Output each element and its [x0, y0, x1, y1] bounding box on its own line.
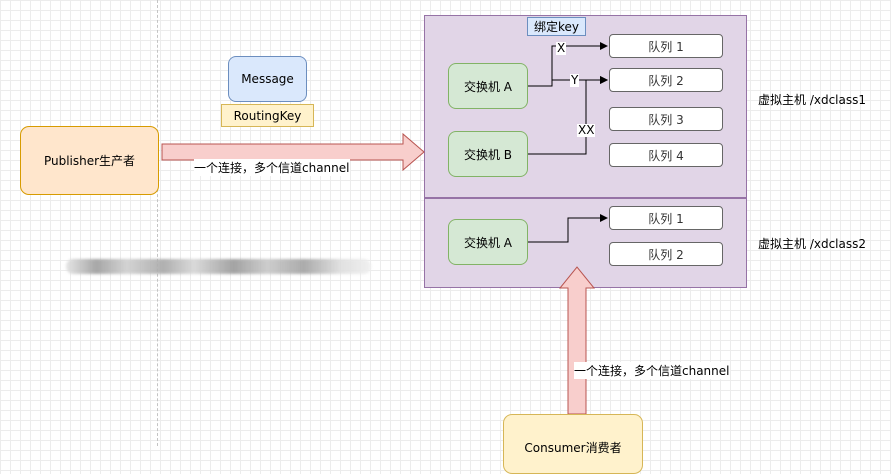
vhost1-queue-1-label: 队列 1: [648, 39, 684, 54]
edge-exA-queue2: [528, 76, 608, 87]
vhost1-queue-4[interactable]: 队列 4: [609, 143, 723, 167]
vhost2-queue-1[interactable]: 队列 1: [609, 206, 723, 230]
routing-key-node[interactable]: RoutingKey: [221, 104, 314, 127]
consumer-label: Consumer消费者: [524, 441, 622, 455]
publisher-node[interactable]: Publisher生产者: [20, 126, 159, 195]
edge-exB-queue2: [528, 76, 608, 155]
edge-vhost2-exA-queue1: [528, 214, 608, 243]
publisher-label: Publisher生产者: [43, 154, 136, 168]
message-label: Message: [241, 72, 294, 86]
vhost2-label: 虚拟主机 /xdclass2: [758, 237, 867, 251]
vhost1-queue-3[interactable]: 队列 3: [609, 107, 723, 131]
vhost1-exchange-a-label: 交换机 A: [463, 79, 513, 94]
vhost1-label: 虚拟主机 /xdclass1: [758, 93, 867, 107]
dashed-separator-line: [157, 0, 158, 446]
redacted-blurred-text: [66, 259, 371, 274]
edge-label-xx: XX: [577, 123, 596, 137]
edge-label-y: Y: [570, 73, 580, 87]
vhost2-queue-2-label: 队列 2: [648, 247, 684, 262]
vhost2-queue-1-label: 队列 1: [648, 211, 684, 226]
vhost1-exchange-b-label: 交换机 B: [463, 147, 513, 162]
vhost1-queue-3-label: 队列 3: [648, 112, 684, 127]
vhost1-queue-2-label: 队列 2: [648, 73, 684, 88]
diagram-connectors: [161, 42, 608, 415]
vhost1-queue-4-label: 队列 4: [648, 148, 684, 163]
bind-key-text: 绑定key: [533, 20, 579, 34]
consumer-to-vhost-arrow: [558, 266, 596, 415]
vhost1-queue-2[interactable]: 队列 2: [609, 68, 723, 92]
connection-label-publisher: 一个连接，多个信道channel: [194, 159, 350, 176]
bind-key-label: 绑定key: [527, 17, 586, 36]
vhost1-queue-1[interactable]: 队列 1: [609, 34, 723, 58]
message-node[interactable]: Message: [228, 56, 307, 102]
routing-key-label: RoutingKey: [233, 108, 302, 123]
vhost2-exchange-a-label: 交换机 A: [463, 235, 513, 250]
connection-label-consumer: 一个连接，多个信道channel: [574, 362, 730, 379]
vhost2-exchange-a[interactable]: 交换机 A: [448, 219, 528, 265]
vhost2-queue-2[interactable]: 队列 2: [609, 242, 723, 266]
vhost1-exchange-a[interactable]: 交换机 A: [448, 63, 528, 109]
edge-label-x: X: [556, 41, 567, 55]
consumer-node[interactable]: Consumer消费者: [503, 414, 643, 474]
vhost1-exchange-b[interactable]: 交换机 B: [448, 131, 528, 177]
